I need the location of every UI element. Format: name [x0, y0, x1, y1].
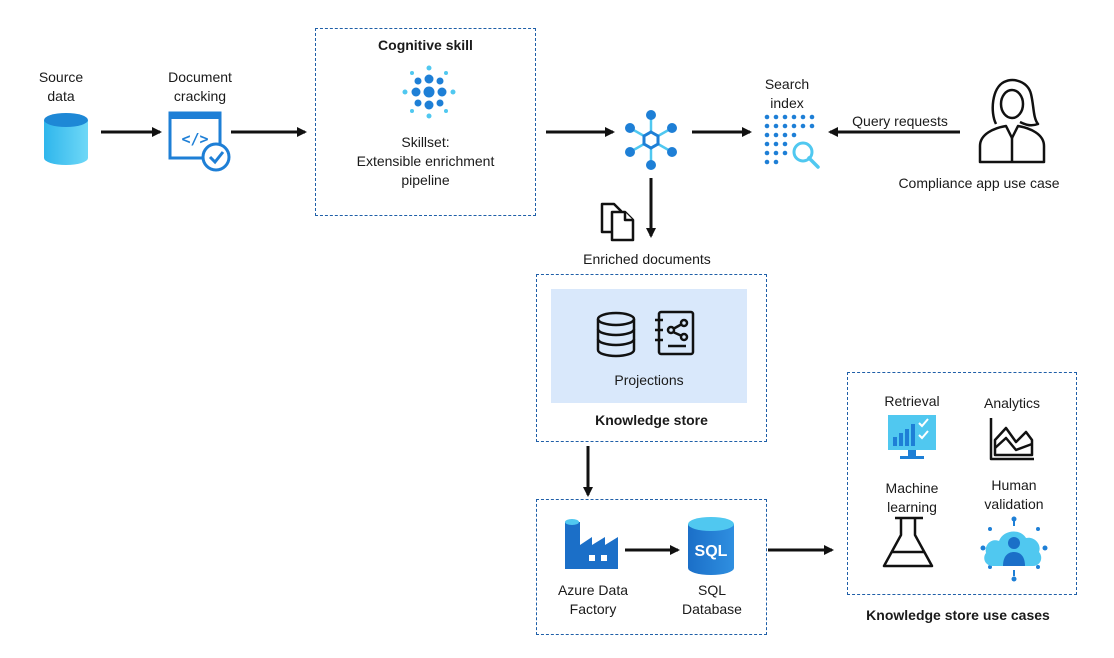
skillset-line1: Skillset:: [401, 134, 450, 150]
source-data-label: Source data: [31, 68, 91, 106]
human-validation-icon: [980, 516, 1048, 582]
ml-label-line1: Machine: [885, 480, 939, 496]
adf-label-line2: Factory: [569, 601, 617, 617]
skillset-line3: pipeline: [401, 172, 450, 188]
sql-label-line2: Database: [682, 601, 742, 617]
projections-label: Projections: [614, 372, 684, 388]
factory-icon: [565, 519, 618, 569]
analytics-chart-icon: [989, 418, 1034, 461]
sql-database-label: SQL Database: [675, 581, 749, 619]
knowledge-store-title: Knowledge store: [595, 412, 708, 428]
use-cases-box: [847, 372, 1077, 595]
database-cylinder-icon: [44, 113, 88, 165]
adf-label-line1: Azure Data: [557, 582, 629, 598]
compliance-label: Compliance app use case: [898, 175, 1060, 191]
sql-label-line1: SQL: [697, 582, 726, 598]
use-cases-title: Knowledge store use cases: [866, 607, 1050, 623]
notebook-graph-icon: [655, 310, 695, 356]
human-validation-label: Human validation: [970, 476, 1058, 514]
search-index-line1: Search: [764, 76, 810, 92]
hv-label-line2: validation: [984, 496, 1044, 512]
search-index-line2: index: [770, 95, 804, 111]
document-code-icon: </>: [168, 111, 231, 172]
ml-label-line2: learning: [887, 499, 937, 515]
documents-icon: [600, 202, 635, 242]
sql-database-icon: SQL: [688, 517, 734, 575]
skillset-description: Skillset: Extensible enrichment pipeline: [315, 133, 536, 190]
enriched-documents-label: Enriched documents: [583, 251, 711, 267]
knowledge-store-box: [536, 274, 767, 442]
adf-label: Azure Data Factory: [547, 581, 639, 619]
cognitive-skill-title: Cognitive skill: [378, 37, 473, 53]
database-icon: [596, 311, 636, 358]
skillset-line2: Extensible enrichment: [356, 153, 495, 169]
search-index-icon: [764, 114, 820, 169]
flask-icon: [882, 516, 934, 568]
retrieval-label: Retrieval: [884, 393, 940, 409]
source-label-line2: data: [47, 88, 75, 104]
source-label-line1: Source: [38, 69, 84, 85]
document-cracking-label: Document cracking: [155, 68, 245, 106]
cracking-label-line1: Document: [168, 69, 232, 85]
search-index-label: Search index: [752, 75, 822, 113]
cognitive-skill-box: [315, 28, 536, 216]
person-icon: [978, 78, 1046, 164]
projections-panel: [551, 289, 747, 403]
machine-learning-label: Machine learning: [868, 479, 956, 517]
flow-arrows: [101, 127, 960, 555]
sql-badge-text: SQL: [695, 543, 728, 560]
data-pipeline-box: [536, 499, 767, 635]
cracking-label-line2: cracking: [173, 88, 227, 104]
retrieval-monitor-icon: [888, 415, 936, 459]
cognitive-dots-icon: [402, 65, 456, 119]
analytics-label: Analytics: [983, 395, 1041, 411]
svg-text:</>: </>: [181, 130, 208, 148]
enrichment-hub-icon: [625, 110, 677, 170]
hv-label-line1: Human: [991, 477, 1037, 493]
query-requests-label: Query requests: [852, 113, 948, 129]
